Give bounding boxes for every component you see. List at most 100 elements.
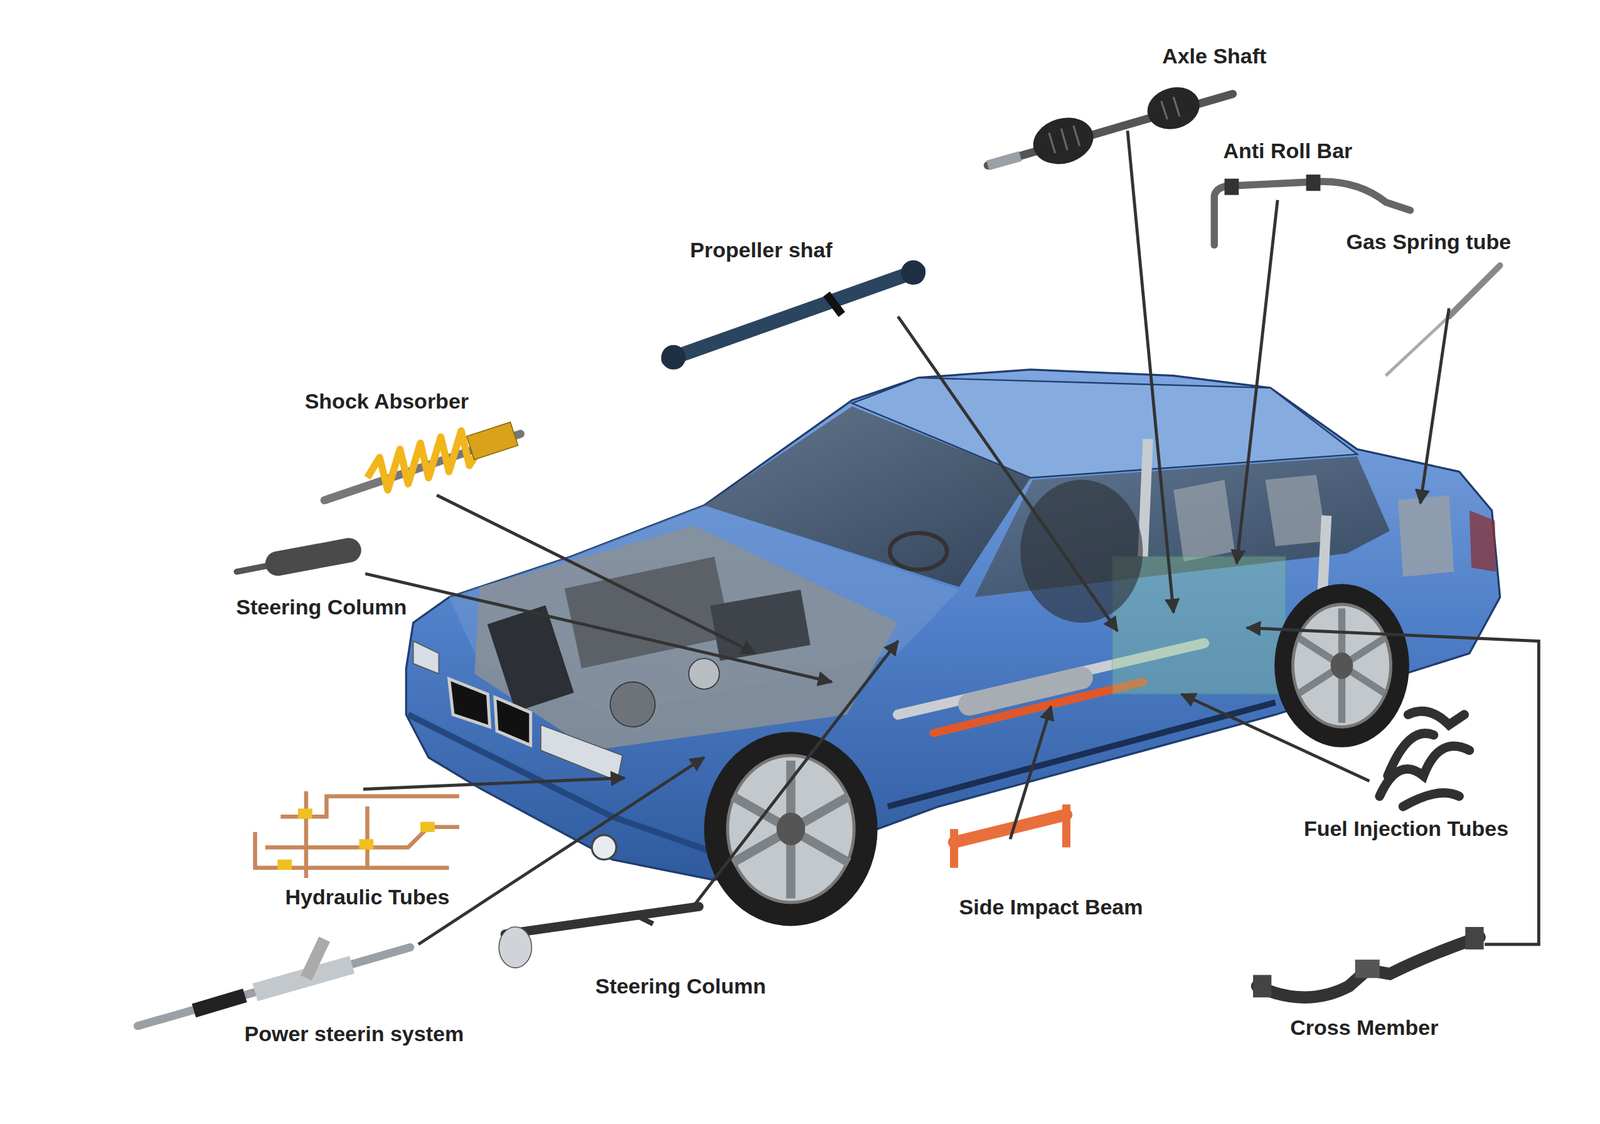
part-label: Side Impact Beam: [956, 894, 1146, 920]
tire: [1274, 583, 1410, 747]
body-shell: [405, 369, 1500, 880]
stalk: [632, 913, 654, 924]
housing: [277, 550, 349, 564]
leader-line: [1127, 130, 1174, 613]
seat: [1173, 480, 1235, 562]
hose: [1402, 792, 1459, 807]
side-impact-beam-in-car: [933, 682, 1143, 733]
boot: [193, 995, 245, 1011]
leader-line: [1236, 200, 1278, 564]
fitting: [358, 838, 374, 849]
shaft-end: [987, 156, 1021, 166]
fuel-injection-tubes-icon: [1379, 710, 1470, 807]
steering-column-icon: [498, 906, 699, 969]
fitting: [420, 821, 435, 832]
engine-part: [688, 658, 720, 689]
valve: [306, 939, 325, 979]
kidney-grille: [449, 678, 491, 727]
power-steering-icon: [138, 939, 411, 1026]
tube: [365, 806, 370, 868]
bushing: [1306, 174, 1321, 191]
axle-shaft-icon: [987, 80, 1233, 171]
seat: [1265, 474, 1328, 546]
leader-line: [436, 495, 755, 654]
leader-line: [1010, 706, 1051, 839]
front-wheel: [704, 731, 878, 926]
rear-wheel-in-trunk: [1020, 480, 1143, 624]
part-label: Gas Spring tube: [1343, 229, 1514, 255]
coil: [367, 430, 480, 490]
rack: [138, 947, 411, 1026]
shaft: [236, 549, 352, 572]
part-label: Axle Shaft: [1159, 43, 1269, 70]
mount: [1253, 975, 1272, 998]
shock-absorber-icon: [324, 422, 521, 501]
part-label: Hydraulic Tubes: [282, 884, 452, 910]
spokes: [1298, 608, 1385, 723]
mount: [1355, 959, 1380, 978]
engine-bay: [474, 525, 898, 751]
center-bearing: [826, 293, 842, 315]
tail-light: [1469, 510, 1496, 572]
steering-column-icon: [236, 549, 352, 572]
fuel-tank: [1397, 495, 1454, 577]
hub: [1330, 651, 1354, 679]
car-body: [405, 369, 1500, 880]
leader-line: [693, 641, 898, 906]
cylinder: [1448, 265, 1500, 317]
leader-line: [1246, 627, 1539, 944]
cv-boot: [1142, 80, 1205, 135]
fitting: [298, 808, 313, 819]
housing: [255, 964, 352, 992]
steering-wheel: [889, 532, 947, 570]
part-label: Power steerin system: [242, 1020, 467, 1047]
propeller-shaft-icon: [661, 260, 926, 370]
hydraulic-tubes-icon: [255, 791, 460, 878]
cv-boot: [1027, 111, 1100, 172]
engine-cover: [710, 589, 811, 662]
headlight: [413, 641, 440, 674]
side-sill: [887, 702, 1276, 807]
part-label: Fuel Injection Tubes: [1301, 815, 1511, 842]
part-label: Steering Column: [233, 594, 410, 620]
joint: [661, 345, 686, 370]
fitting: [277, 859, 292, 870]
tube: [304, 791, 309, 878]
leader-line: [365, 573, 832, 682]
shaft: [668, 270, 918, 360]
rim: [1292, 604, 1391, 727]
engine-part: [610, 682, 656, 728]
chrome-head: [498, 926, 532, 968]
headlight: [540, 724, 623, 781]
bumper: [408, 714, 715, 853]
joint: [901, 260, 926, 285]
part-label: Shock Absorber: [302, 388, 472, 415]
radiator: [487, 605, 575, 712]
beam: [1257, 936, 1481, 998]
hub: [776, 812, 806, 846]
leader-line: [1420, 308, 1450, 504]
part-label: Anti Roll Bar: [1220, 138, 1355, 164]
leader-line: [897, 316, 1118, 631]
bushing: [1224, 178, 1240, 196]
fog-light: [591, 835, 617, 860]
part-label: Steering Column: [592, 973, 769, 999]
tire: [704, 731, 878, 926]
leader-lines: [363, 130, 1539, 944]
leader-line: [363, 778, 625, 790]
shaft: [505, 906, 699, 935]
leader-line: [418, 757, 704, 945]
cross-member-icon: [1253, 926, 1484, 998]
part-label: Propeller shaf: [687, 237, 836, 263]
rear-wheel: [1274, 583, 1410, 747]
rear-strut: [1142, 438, 1148, 556]
leader-line: [1181, 693, 1370, 781]
hose: [1387, 733, 1434, 777]
kidney-grille: [495, 697, 531, 745]
part-label: Cross Member: [1287, 1014, 1441, 1041]
mount: [1465, 926, 1484, 950]
reservoir: [466, 422, 519, 460]
